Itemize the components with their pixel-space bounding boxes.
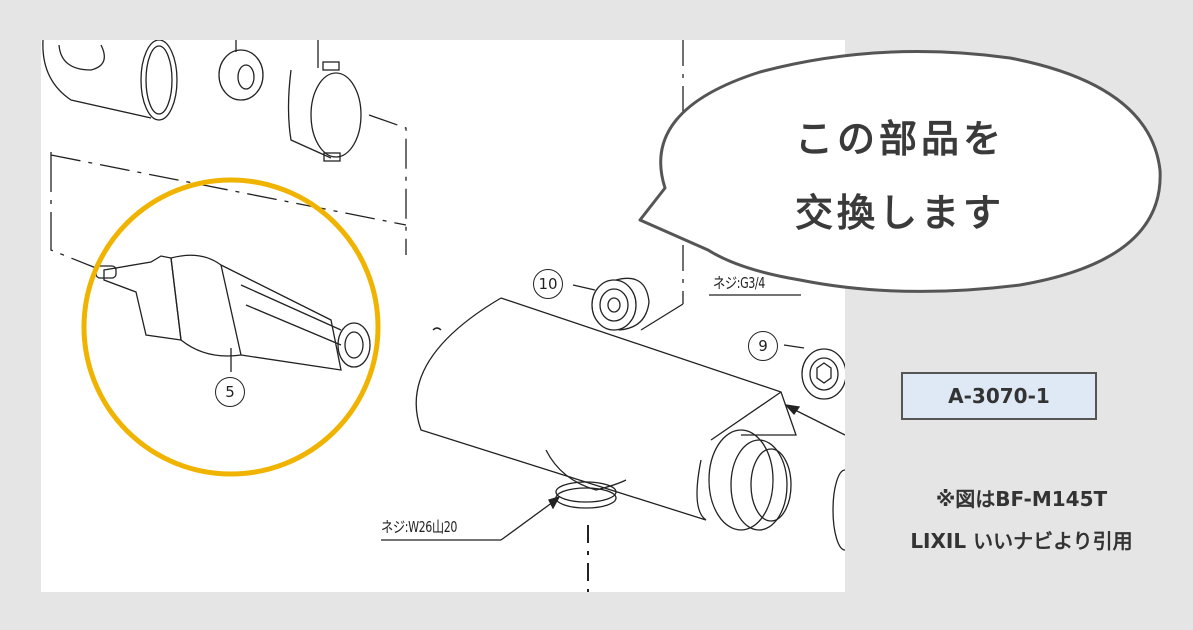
- callout-line-2: 交換します: [794, 191, 1005, 235]
- thread-label-right: ネジ:G3/4: [713, 274, 765, 292]
- highlight-circle: [81, 177, 381, 477]
- source-note-line-2: LIXIL いいナビより引用: [910, 529, 1133, 553]
- part-number-10: 10: [533, 269, 563, 299]
- source-note-line-1: ※図はBF-M145T: [935, 487, 1108, 511]
- part-code: A-3070-1: [948, 384, 1050, 408]
- thread-label-bottom: ネジ:W26山20: [381, 518, 458, 536]
- part-number-5: 5: [215, 377, 245, 407]
- part-number-9: 9: [748, 331, 778, 361]
- callout-line-1: この部品を: [794, 117, 1005, 161]
- parts-diagram: 5 9 10 ネジ:W26山20 ネジ:G3/4: [41, 40, 845, 592]
- diagram-lines: [42, 40, 845, 592]
- part-code-box: A-3070-1: [901, 372, 1097, 420]
